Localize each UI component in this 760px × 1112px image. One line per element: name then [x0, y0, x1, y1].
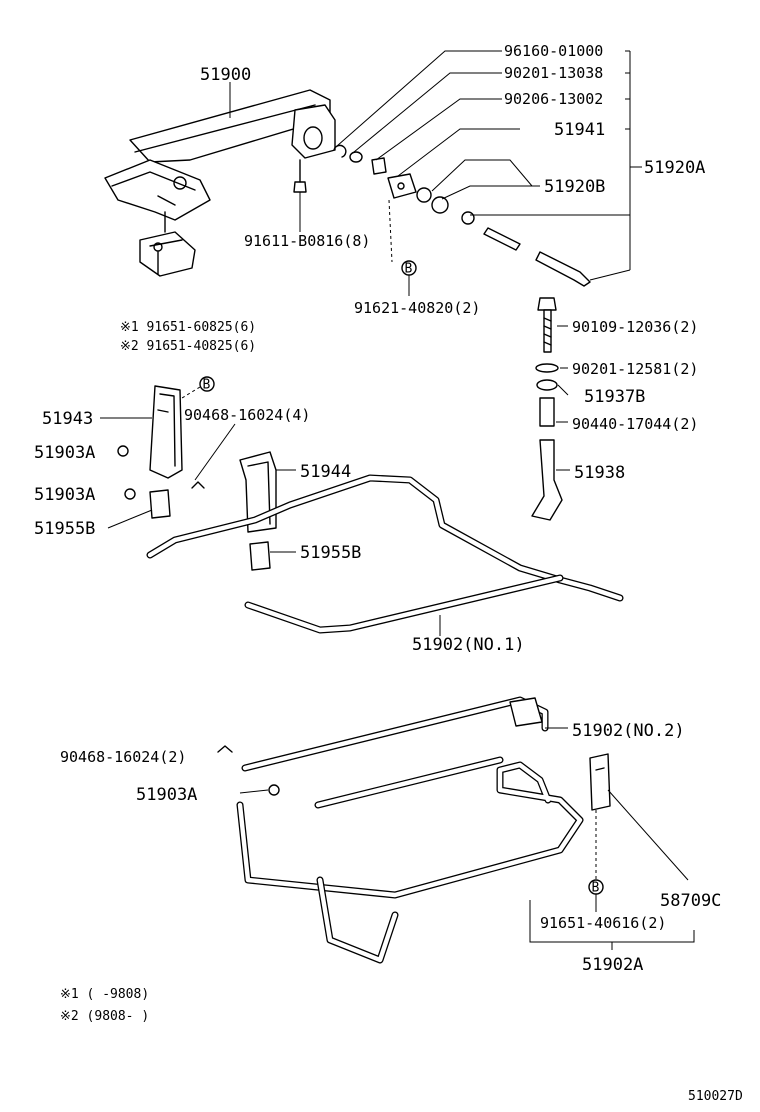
right-stack-parts [531, 297, 570, 521]
label-51902-no1: 51902(NO.1) [412, 635, 525, 655]
label-51955B-1: 51955B [34, 519, 95, 539]
bracket-51943: B [100, 376, 215, 479]
label-51955B-2: 51955B [300, 543, 361, 563]
label-51903A-1: 51903A [34, 443, 95, 463]
diagram-code: 510027D [688, 1089, 743, 1104]
footnote-2: ※2 (9808- ) [60, 1009, 149, 1024]
bolt-marker-91621: B [401, 260, 417, 296]
screws-51903A [117, 445, 136, 500]
top-leaders [229, 50, 642, 281]
clip-90468-bottom [217, 745, 233, 753]
svg-text:B: B [405, 262, 413, 277]
screw-51903A-bottom [239, 784, 280, 796]
label-51920B: 51920B [544, 177, 605, 197]
label-58709C: 58709C [660, 891, 721, 911]
label-51944: 51944 [300, 462, 351, 482]
label-90201a: 90201-13038 [504, 64, 603, 82]
label-51903A-2: 51903A [34, 485, 95, 505]
label-90201b: 90201-12581(2) [572, 360, 698, 378]
bolt-91611 [293, 159, 307, 232]
label-51943: 51943 [42, 409, 93, 429]
label-51938: 51938 [574, 463, 625, 483]
note-1: ※1 91651-60825(6) [120, 320, 256, 335]
label-90440: 90440-17044(2) [572, 415, 698, 433]
tube-51902-no1 [146, 474, 624, 636]
label-90109: 90109-12036(2) [572, 318, 698, 336]
svg-text:B: B [592, 881, 600, 896]
tube-51902-no2 [241, 696, 568, 772]
svg-text:B: B [203, 378, 211, 393]
footnote-1: ※1 ( -9808) [60, 987, 149, 1002]
label-91621: 91621-40820(2) [354, 299, 480, 317]
label-51902A: 51902A [582, 955, 643, 975]
hinge-bracket-51900 [104, 89, 336, 277]
pad-51955B-right [249, 541, 296, 571]
label-90468b: 90468-16024(2) [60, 748, 186, 766]
label-51920A: 51920A [644, 158, 705, 178]
label-90468a: 90468-16024(4) [184, 406, 310, 424]
label-51902-no2: 51902(NO.2) [572, 721, 685, 741]
label-90206: 90206-13002 [504, 90, 603, 108]
label-51900: 51900 [200, 65, 251, 85]
label-91651: 91651-40616(2) [540, 914, 666, 932]
pin-axis-parts [333, 144, 591, 287]
pad-51955B-left [107, 489, 171, 529]
frame-51902A: B [236, 753, 695, 964]
label-51937B: 51937B [584, 387, 645, 407]
label-96160: 96160-01000 [504, 42, 603, 60]
note-2: ※2 91651-40825(6) [120, 339, 256, 354]
clip-90468-mid [191, 423, 236, 489]
label-51903A-3: 51903A [136, 785, 197, 805]
label-91611: 91611-B0816(8) [244, 232, 370, 250]
label-51941: 51941 [554, 120, 605, 140]
